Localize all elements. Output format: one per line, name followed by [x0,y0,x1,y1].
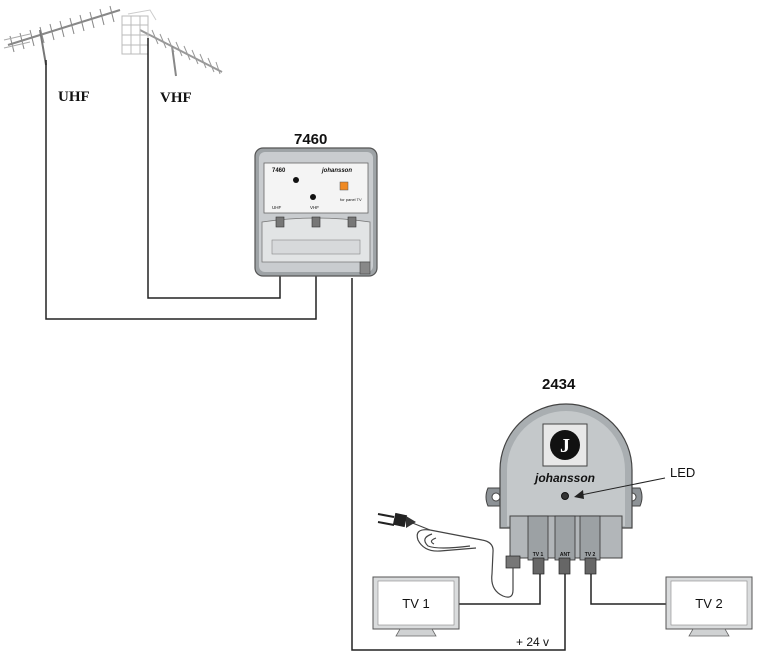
amplifier-port-uhf-label: UHF [272,205,281,210]
vhf-label: VHF [160,90,192,106]
splitter-tv1-port [532,557,545,575]
warning-icon [339,181,349,191]
led-indicator-icon [561,492,569,500]
amplifier-port-out-label: for panel TV [340,197,362,202]
tv2-cable [590,572,668,605]
tv2-label: TV 2 [695,596,722,611]
splitter-port-tv1-label: TV 1 [533,552,544,558]
vhf-gain-knob [310,194,316,200]
tv2-screen-icon [665,576,753,637]
amplifier-model-label: 7460 [294,131,327,148]
splitter-port-ant-label: ANT [560,552,570,558]
tv-screen-icon [372,576,460,637]
splitter-2434: J johansson TV 1 ANT TV 2 [485,403,643,575]
splitter-model-label: 2434 [542,376,576,393]
uhf-gain-knob [293,177,299,183]
vhf-antenna-icon [121,9,223,77]
uhf-antenna-icon [3,5,121,66]
led-label: LED [670,465,695,480]
splitter-brand: johansson [533,471,595,485]
led-callout-line [575,477,666,497]
amplifier-vhf-port [311,216,321,228]
main-feed-cable [351,278,566,651]
amplifier-brand: johansson [321,168,352,174]
led-callout-arrow [574,490,584,499]
amplifier-port-vhf-label: VHF [310,205,319,210]
tv1-cable [458,572,541,605]
voltage-label: + 24 v [516,635,549,649]
splitter-ant-port [558,557,571,575]
tv1-label: TV 1 [402,596,429,611]
splitter-logo-letter: J [560,435,570,457]
amplifier-uhf-port [275,216,285,228]
amplifier-out-port [347,216,357,228]
amplifier-plate-model: 7460 [272,168,286,174]
amplifier-7460: 7460 johansson UHF VHF for panel TV [254,147,378,277]
splitter-port-tv2-label: TV 2 [585,552,596,558]
power-plug-icon [377,512,416,528]
splitter-tv2-port [584,557,597,575]
uhf-label: UHF [58,89,90,105]
